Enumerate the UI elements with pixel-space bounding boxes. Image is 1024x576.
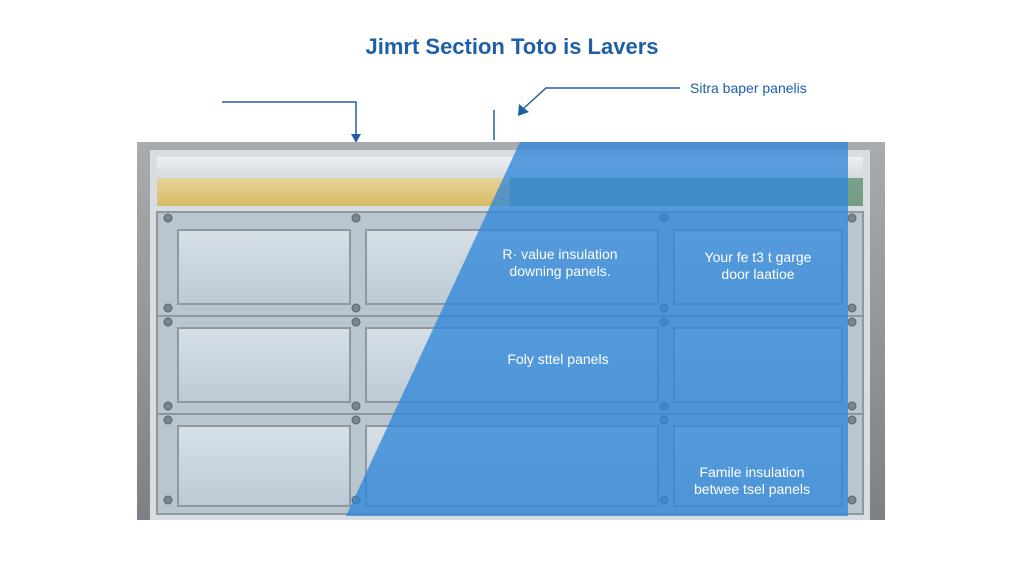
callout-line-right: [523, 87, 680, 109]
label-garage: Your fe t3 t garge door laatioe: [678, 249, 838, 283]
label-garage-line2: door laatioe: [721, 266, 795, 282]
panel: [177, 327, 351, 403]
callout-label: Sitra baper panelis: [690, 80, 807, 96]
label-foly: Foly sttel panels: [507, 351, 609, 367]
label-garage-line1: Your fe t3 t garge: [704, 249, 812, 265]
label-famile-line1: Famile insulation: [699, 464, 805, 480]
diagram-title: Jimrt Section Toto is Lavers: [365, 34, 659, 59]
label-rvalue-line2: downing panels.: [509, 263, 611, 279]
label-rvalue-line1: R· value insulation: [502, 246, 618, 262]
callout-line-left: [222, 101, 357, 138]
panel: [177, 229, 351, 305]
panel: [177, 425, 351, 507]
callout-arrow-left: [351, 134, 361, 143]
label-famile-line2: betwee tsel panels: [694, 481, 810, 497]
label-famile: Famile insulation betwee tsel panels: [672, 464, 832, 498]
callout-arrow-right: [518, 104, 529, 116]
label-rvalue: R· value insulation downing panels.: [480, 246, 640, 280]
blue-cutaway-overlay: [346, 142, 848, 516]
